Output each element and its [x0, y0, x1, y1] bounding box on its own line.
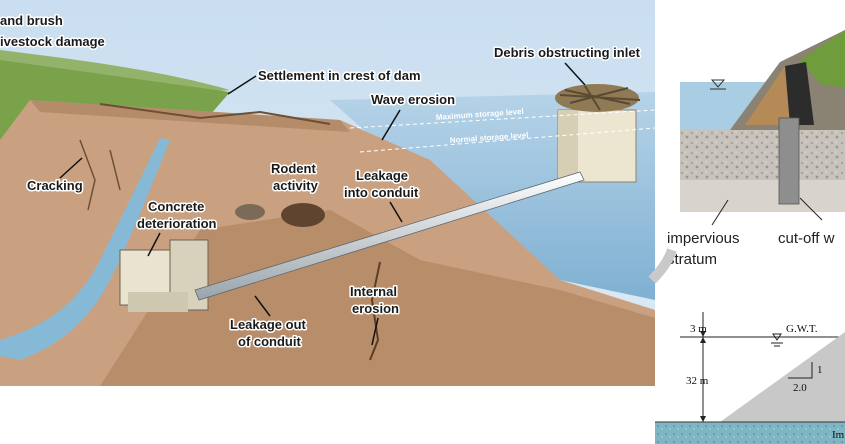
- rodent-burrow: [281, 203, 325, 227]
- dam-illustration: and brush ivestock damage Settlement in …: [0, 0, 656, 386]
- slope-ratio-triangle: [788, 362, 813, 379]
- cracking-lines: [79, 139, 121, 211]
- internal-erosion-crack: [369, 261, 381, 361]
- slope-base-stratum: [655, 422, 845, 444]
- label-slope-v: 1: [817, 364, 823, 376]
- label-dim-top: 3 m: [690, 323, 707, 335]
- pointer-wave: [381, 109, 401, 141]
- slope-diagram: 3 m G.W.T. 32 m 1 2.0 Im: [655, 312, 845, 444]
- label-stratum-partial: Im: [832, 429, 845, 441]
- label-leak-out-1: Leakage out: [230, 317, 307, 332]
- settlement-crack: [99, 103, 331, 125]
- label-settlement: Settlement in crest of dam: [258, 68, 421, 83]
- cutoff-impervious-layer: [680, 180, 845, 212]
- label-rodent-2: activity: [273, 178, 319, 193]
- pointer-impervious: [711, 199, 729, 226]
- arrowhead-top: [700, 331, 706, 337]
- cutaway-shadow: [100, 210, 655, 386]
- label-debris: Debris obstructing inlet: [494, 45, 641, 60]
- cutoff-earth-fill: [745, 66, 790, 125]
- max-level-line: [349, 109, 656, 129]
- label-internal-1: Internal: [350, 284, 397, 299]
- pointer-cracking: [59, 157, 83, 179]
- label-wave-erosion: Wave erosion: [371, 92, 455, 107]
- label-leak-out-2: of conduit: [238, 334, 301, 349]
- cutoff-grass: [800, 30, 845, 88]
- gwt-symbol: [772, 333, 782, 341]
- label-internal-2: erosion: [352, 301, 399, 316]
- label-brush-1: and brush: [0, 13, 63, 28]
- slope-fill: [720, 332, 845, 422]
- cutoff-core: [782, 62, 814, 125]
- label-cutoff-wall: cut-off w: [778, 230, 835, 247]
- pointer-concrete: [147, 232, 161, 257]
- concrete-structure: [119, 239, 209, 312]
- rodent: [235, 204, 265, 220]
- cutoff-wall-diagram: impervious stratum cut-off w: [667, 30, 845, 268]
- cutoff-wall: [778, 117, 800, 205]
- arrowhead-height-bottom: [700, 416, 706, 422]
- label-leak-into-2: into conduit: [344, 185, 419, 200]
- label-leak-into-1: Leakage: [356, 168, 408, 183]
- cutoff-permeable-layer: [680, 130, 845, 180]
- water-level-symbol: [710, 79, 726, 88]
- label-impervious-1: impervious: [667, 230, 740, 247]
- label-concrete-1: Concrete: [148, 199, 204, 214]
- conduit-pipe: [194, 171, 585, 301]
- pointer-leak-into: [389, 201, 403, 223]
- pointer-internal: [371, 317, 379, 346]
- arrowhead-height-top: [700, 337, 706, 343]
- label-slope-h: 2.0: [793, 382, 807, 394]
- intake-tower: [557, 109, 637, 183]
- label-rodent-1: Rodent: [271, 161, 316, 176]
- normal-level-line: [359, 127, 656, 153]
- panel-separator-arc: [648, 248, 677, 284]
- label-gwt: G.W.T.: [786, 323, 818, 335]
- label-concrete-2: deterioration: [137, 216, 217, 231]
- label-impervious-2: stratum: [667, 251, 717, 268]
- label-cracking: Cracking: [27, 178, 83, 193]
- label-dim-height: 32 m: [686, 375, 709, 387]
- pointer-cutoff: [799, 197, 823, 221]
- pointer-debris: [564, 62, 586, 86]
- debris-pile: [555, 84, 641, 112]
- seepage-stream: [0, 138, 170, 360]
- label-brush-2: ivestock damage: [0, 34, 105, 49]
- pointer-settlement: [227, 75, 257, 95]
- pointer-leak-out: [254, 295, 271, 317]
